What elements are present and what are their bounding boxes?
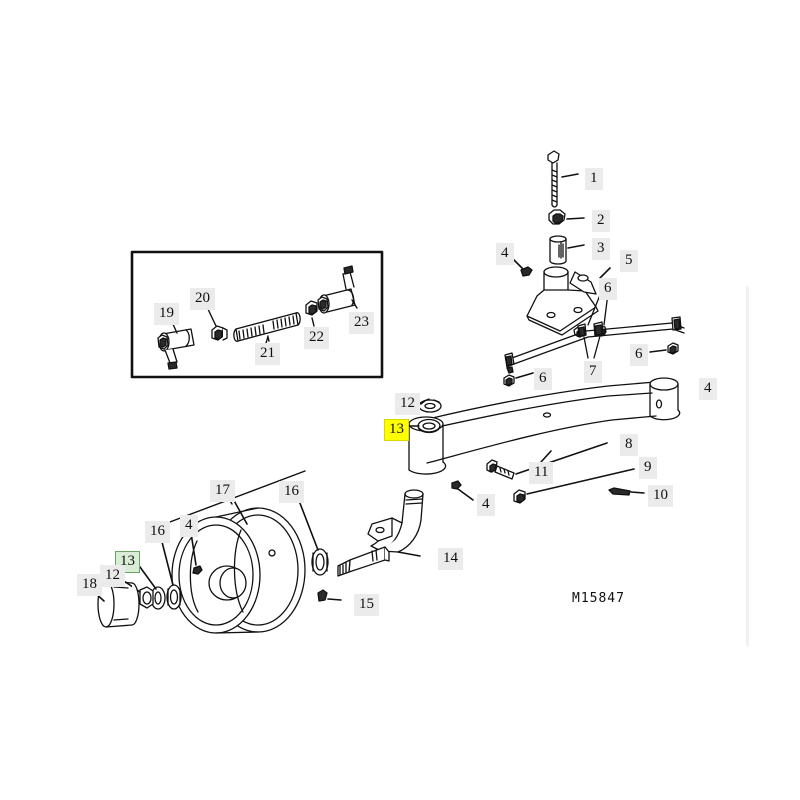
- callout-4-upper[interactable]: 4: [496, 243, 514, 265]
- part-18-hub-cap: [97, 580, 140, 628]
- callout-12-hub[interactable]: 12: [100, 565, 125, 587]
- callout-16-left[interactable]: 16: [145, 521, 170, 543]
- callout-20[interactable]: 20: [190, 288, 215, 310]
- callout-14[interactable]: 14: [438, 548, 463, 570]
- callout-23[interactable]: 23: [349, 312, 374, 334]
- callout-4-hub[interactable]: 4: [180, 515, 198, 537]
- part-14-spindle: [337, 489, 424, 577]
- callout-11[interactable]: 11: [529, 462, 554, 484]
- part-5-pivot-plate: [526, 266, 599, 336]
- part-17-wheel-rim: [171, 507, 306, 634]
- callout-9[interactable]: 9: [639, 457, 657, 479]
- part-3-spacer: [549, 235, 567, 265]
- callout-7[interactable]: 7: [584, 361, 602, 383]
- part-12-hub-nut: [139, 586, 154, 609]
- callout-6-plate[interactable]: 6: [599, 278, 617, 300]
- part-22-nut: [305, 300, 318, 316]
- part-19-tie-rod-end: [157, 328, 195, 370]
- callout-1[interactable]: 1: [585, 168, 603, 190]
- callout-12-upper[interactable]: 12: [395, 393, 420, 415]
- part-16-bearing-right: [311, 548, 329, 576]
- part-10-pin: [608, 487, 631, 496]
- callout-5[interactable]: 5: [620, 250, 638, 272]
- callout-21[interactable]: 21: [255, 343, 280, 365]
- part-4-zerk-hub: [192, 565, 203, 575]
- callout-19[interactable]: 19: [154, 303, 179, 325]
- part-2-nut: [548, 209, 566, 225]
- part-16-bearing-left: [166, 584, 182, 610]
- callout-8[interactable]: 8: [620, 434, 638, 456]
- part-8-bolt: [486, 459, 515, 480]
- callout-13-highlighted[interactable]: 13: [384, 419, 409, 441]
- part-12-thrust-washer: [418, 398, 442, 413]
- part-13-thrust-bearing: [417, 418, 441, 434]
- callout-15[interactable]: 15: [354, 594, 379, 616]
- part-13-hub-washer: [150, 586, 166, 610]
- callout-4-axle[interactable]: 4: [477, 494, 495, 516]
- callout-10[interactable]: 10: [648, 485, 673, 507]
- part-code-label: M15847: [572, 591, 625, 606]
- part-7-drag-link: [504, 316, 685, 374]
- callout-6-left[interactable]: 6: [534, 368, 552, 390]
- callout-18[interactable]: 18: [77, 574, 102, 596]
- callout-17[interactable]: 17: [210, 480, 235, 502]
- part-4-zerk-axle: [451, 480, 462, 490]
- callout-3[interactable]: 3: [592, 238, 610, 260]
- part-21-tie-rod-tube: [233, 312, 301, 342]
- part-20-nut: [211, 325, 228, 341]
- part-15-grease-fitting: [317, 589, 328, 602]
- part-6-bolt-left: [503, 374, 515, 387]
- callout-4-axle-right[interactable]: 4: [699, 378, 717, 400]
- callout-6-right[interactable]: 6: [630, 344, 648, 366]
- part-9-nut: [513, 489, 526, 504]
- page-edge-rule: [746, 286, 749, 646]
- part-23-tie-rod-end: [317, 265, 356, 314]
- part-6-bolt-right: [667, 342, 679, 355]
- callout-16-right[interactable]: 16: [279, 481, 304, 503]
- part-1-bolt: [547, 150, 560, 208]
- callout-22[interactable]: 22: [304, 327, 329, 349]
- callout-2[interactable]: 2: [592, 210, 610, 232]
